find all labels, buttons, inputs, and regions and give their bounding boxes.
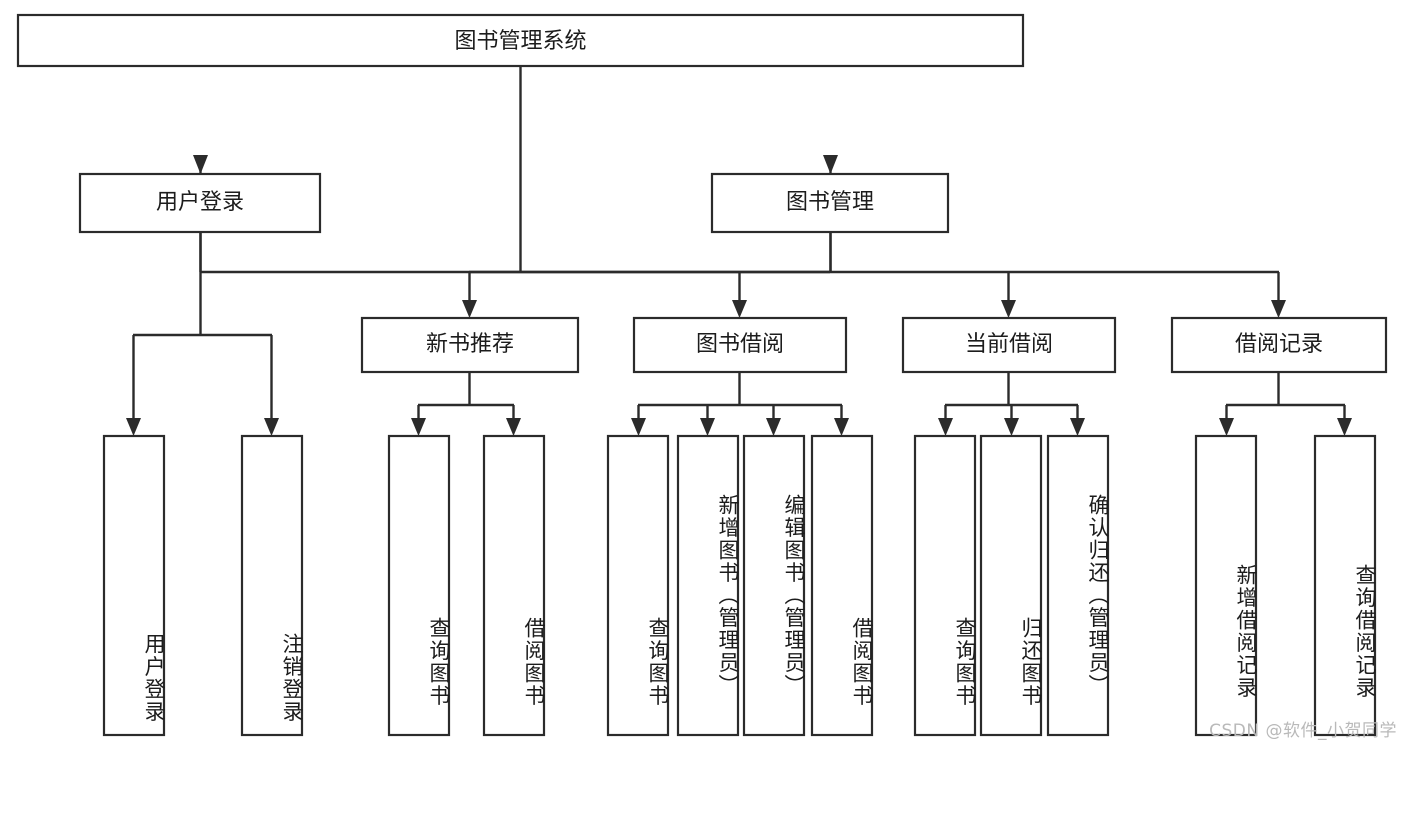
node-root[interactable]: 图书管理系统 (16, 13, 1025, 68)
node-root-label: 图书管理系统 (454, 29, 586, 54)
node-root-box[interactable] (16, 13, 1025, 68)
arrowhead-leaf-confirm-return-admin (1070, 418, 1085, 436)
arrowhead-leaf-return-book (1004, 418, 1019, 436)
arrowhead-leaf-query-book-2 (631, 418, 646, 436)
arrowhead-current-borrow (1001, 300, 1016, 318)
node-leaf-borrow-book-2-box[interactable] (810, 434, 874, 737)
arrowhead-borrow-record (1271, 300, 1286, 318)
arrowhead-new-book-recommend (462, 300, 477, 318)
node-leaf-add-book-admin-box[interactable] (676, 434, 740, 737)
node-leaf-query-book-1-box[interactable] (387, 434, 451, 737)
node-borrow-record-label: 借阅记录 (1235, 332, 1323, 357)
node-leaf-user-login-box[interactable] (102, 434, 166, 737)
node-current-borrow-label: 当前借阅 (965, 332, 1053, 357)
arrowhead-leaf-edit-book-admin (766, 418, 781, 436)
node-book-borrow-label: 图书借阅 (696, 332, 784, 357)
node-user-login-box[interactable] (78, 172, 322, 234)
arrowhead-leaf-user-login (126, 418, 141, 436)
node-book-manage-label: 图书管理 (786, 190, 874, 215)
arrowhead-leaf-add-book-admin (700, 418, 715, 436)
node-leaf-query-borrow-record-box[interactable] (1313, 434, 1377, 737)
node-borrow-record[interactable]: 借阅记录 (1170, 316, 1388, 374)
node-book-borrow-box[interactable] (632, 316, 848, 374)
connector-current-borrow-to-leaves (938, 372, 1085, 436)
node-leaf-query-book-2-box[interactable] (606, 434, 670, 737)
connector-book-borrow-to-leaves (631, 372, 849, 436)
node-leaf-edit-book-admin-box[interactable] (742, 434, 806, 737)
tree-diagram-svg: 图书管理系统 用户登录 图书管理 新书推荐 图书借阅 当前借阅 借阅记录 (16, 13, 1388, 737)
node-current-borrow[interactable]: 当前借阅 (901, 316, 1117, 374)
leaf-boxes (102, 434, 1377, 737)
node-book-manage[interactable]: 图书管理 (710, 172, 950, 234)
csdn-watermark: CSDN @软件_小贺同学 (1209, 721, 1397, 741)
node-new-book-recommend-box[interactable] (360, 316, 580, 374)
node-new-book-recommend[interactable]: 新书推荐 (360, 316, 580, 374)
node-leaf-query-book-3-box[interactable] (913, 434, 977, 737)
arrowhead-leaf-query-book-3 (938, 418, 953, 436)
arrowhead-book-borrow (732, 300, 747, 318)
diagram-canvas: 图书管理系统 用户登录 图书管理 新书推荐 图书借阅 当前借阅 借阅记录 (16, 13, 1397, 741)
connector-new-book-recommend-to-leaves (411, 372, 521, 436)
node-leaf-add-borrow-record-box[interactable] (1194, 434, 1258, 737)
arrowhead-leaf-borrow-book-1 (506, 418, 521, 436)
node-user-login[interactable]: 用户登录 (78, 172, 322, 234)
node-new-book-recommend-label: 新书推荐 (426, 332, 514, 357)
connector-book-manage-to-level3 (462, 232, 1286, 318)
arrowhead-leaf-logout-login (264, 418, 279, 436)
arrowhead-user-login (193, 155, 208, 174)
connector-borrow-record-to-leaves (1219, 372, 1352, 436)
connector-user-login-to-leaves (126, 232, 279, 436)
node-leaf-confirm-return-admin-box[interactable] (1046, 434, 1110, 737)
node-user-login-label: 用户登录 (156, 190, 244, 215)
node-current-borrow-box[interactable] (901, 316, 1117, 374)
node-leaf-return-book-box[interactable] (979, 434, 1043, 737)
node-leaf-logout-login-box[interactable] (240, 434, 304, 737)
connector-root-to-level2 (193, 66, 838, 274)
arrowhead-leaf-add-borrow-record (1219, 418, 1234, 436)
arrowhead-leaf-query-book-1 (411, 418, 426, 436)
node-book-manage-box[interactable] (710, 172, 950, 234)
node-borrow-record-box[interactable] (1170, 316, 1388, 374)
arrowhead-leaf-borrow-book-2 (834, 418, 849, 436)
arrowhead-leaf-query-borrow-record (1337, 418, 1352, 436)
node-book-borrow[interactable]: 图书借阅 (632, 316, 848, 374)
arrowhead-book-manage (823, 155, 838, 174)
node-leaf-borrow-book-1-box[interactable] (482, 434, 546, 737)
